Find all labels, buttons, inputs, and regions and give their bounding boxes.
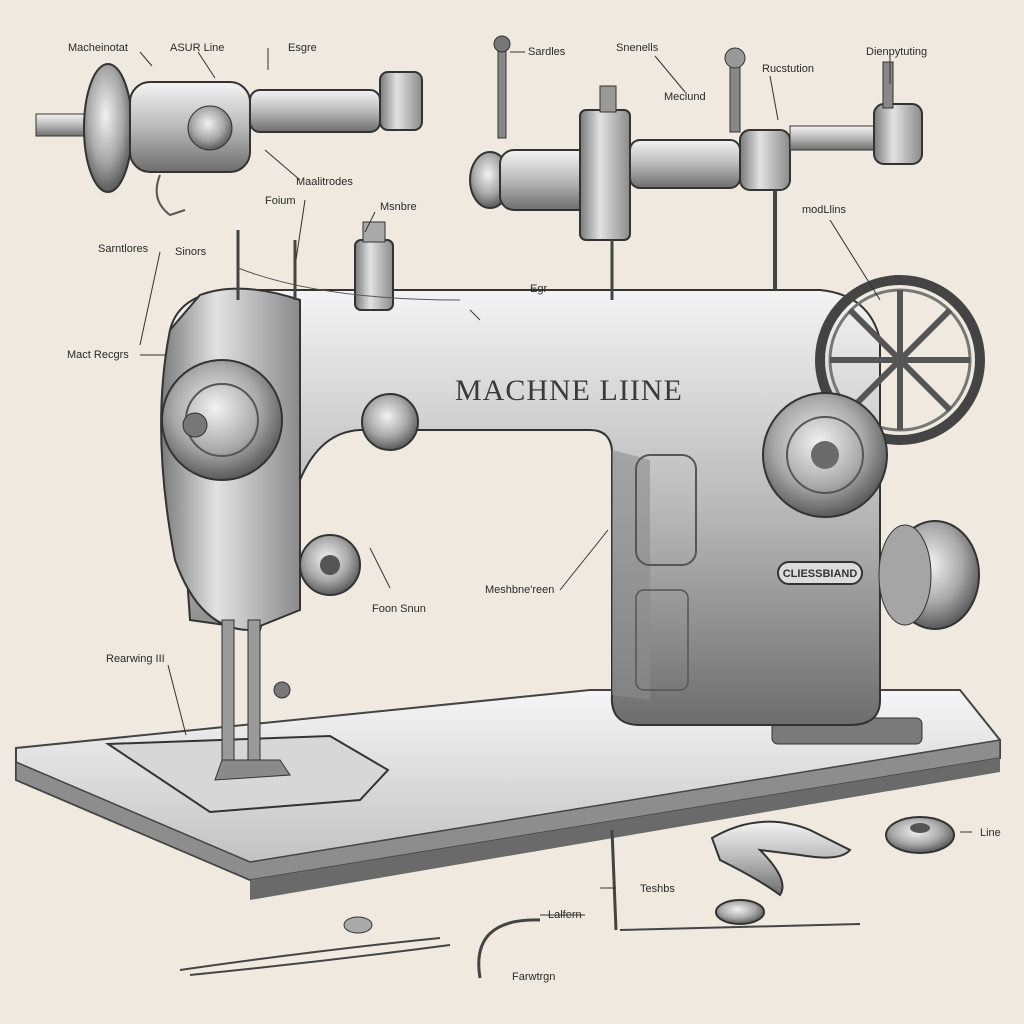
label-top-left-3: Esgre bbox=[288, 42, 317, 54]
label-top-left-2: ASUR Line bbox=[170, 42, 224, 54]
label-bottom-3: Lalfern bbox=[548, 909, 582, 921]
tension-knob bbox=[361, 393, 419, 451]
label-mid-2: Foium bbox=[265, 195, 296, 207]
label-low-2: Meshbne'reen bbox=[485, 584, 554, 596]
label-mid-3: Msnbre bbox=[380, 201, 417, 213]
head-disc bbox=[161, 359, 283, 481]
tweezers bbox=[179, 937, 441, 971]
hook-tool bbox=[477, 918, 541, 979]
bobbin bbox=[885, 816, 955, 854]
loose-parts bbox=[179, 816, 955, 979]
label-top-mid-1: Sardles bbox=[528, 46, 566, 58]
exploded-shaft-right bbox=[469, 35, 923, 300]
bracket-part bbox=[710, 820, 852, 897]
thread-spool bbox=[354, 239, 394, 311]
label-low-3: Rearwing III bbox=[106, 653, 165, 665]
label-top-mid-2: Snenells bbox=[616, 42, 659, 54]
needle-assembly bbox=[214, 619, 291, 781]
column-lower-panel bbox=[635, 589, 689, 691]
machine-arm bbox=[168, 289, 881, 726]
leader-lines bbox=[139, 48, 972, 916]
loose-needle bbox=[610, 829, 618, 931]
label-top-right-2: Dienpytuting bbox=[866, 46, 927, 58]
label-mid-7: modLlins bbox=[802, 204, 847, 216]
small-bobbin bbox=[715, 899, 765, 925]
label-bottom-1: Line bbox=[980, 827, 1001, 839]
label-bottom-2: Teshbs bbox=[640, 883, 675, 895]
callout-labels: Macheinotat ASUR Line Esgre Sardles Snen… bbox=[67, 42, 1001, 983]
label-bottom-4: Farwtrgn bbox=[512, 971, 555, 983]
machine-head bbox=[160, 287, 419, 632]
badge-plate bbox=[777, 561, 863, 585]
label-top-right-1: Rucstution bbox=[762, 63, 814, 75]
label-mid-1: Maalitrodes bbox=[296, 176, 353, 188]
label-mid-8: Mact Recgrs bbox=[67, 349, 129, 361]
label-mid-4: Sarntlores bbox=[98, 243, 149, 255]
column-panel bbox=[635, 454, 697, 566]
exploded-spindle-left bbox=[35, 63, 423, 217]
brand-text: MACHNE LIINE bbox=[455, 374, 683, 407]
label-low-1: Foon Snun bbox=[372, 603, 426, 615]
label-mid-5: Sinors bbox=[175, 246, 207, 258]
label-top-mid-3: Meclund bbox=[664, 91, 706, 103]
label-mid-6: Egr bbox=[530, 283, 547, 295]
badge-text: CLIESSBIAND bbox=[783, 568, 858, 580]
label-top-left-1: Macheinotat bbox=[68, 42, 128, 54]
handwheel bbox=[762, 275, 985, 630]
